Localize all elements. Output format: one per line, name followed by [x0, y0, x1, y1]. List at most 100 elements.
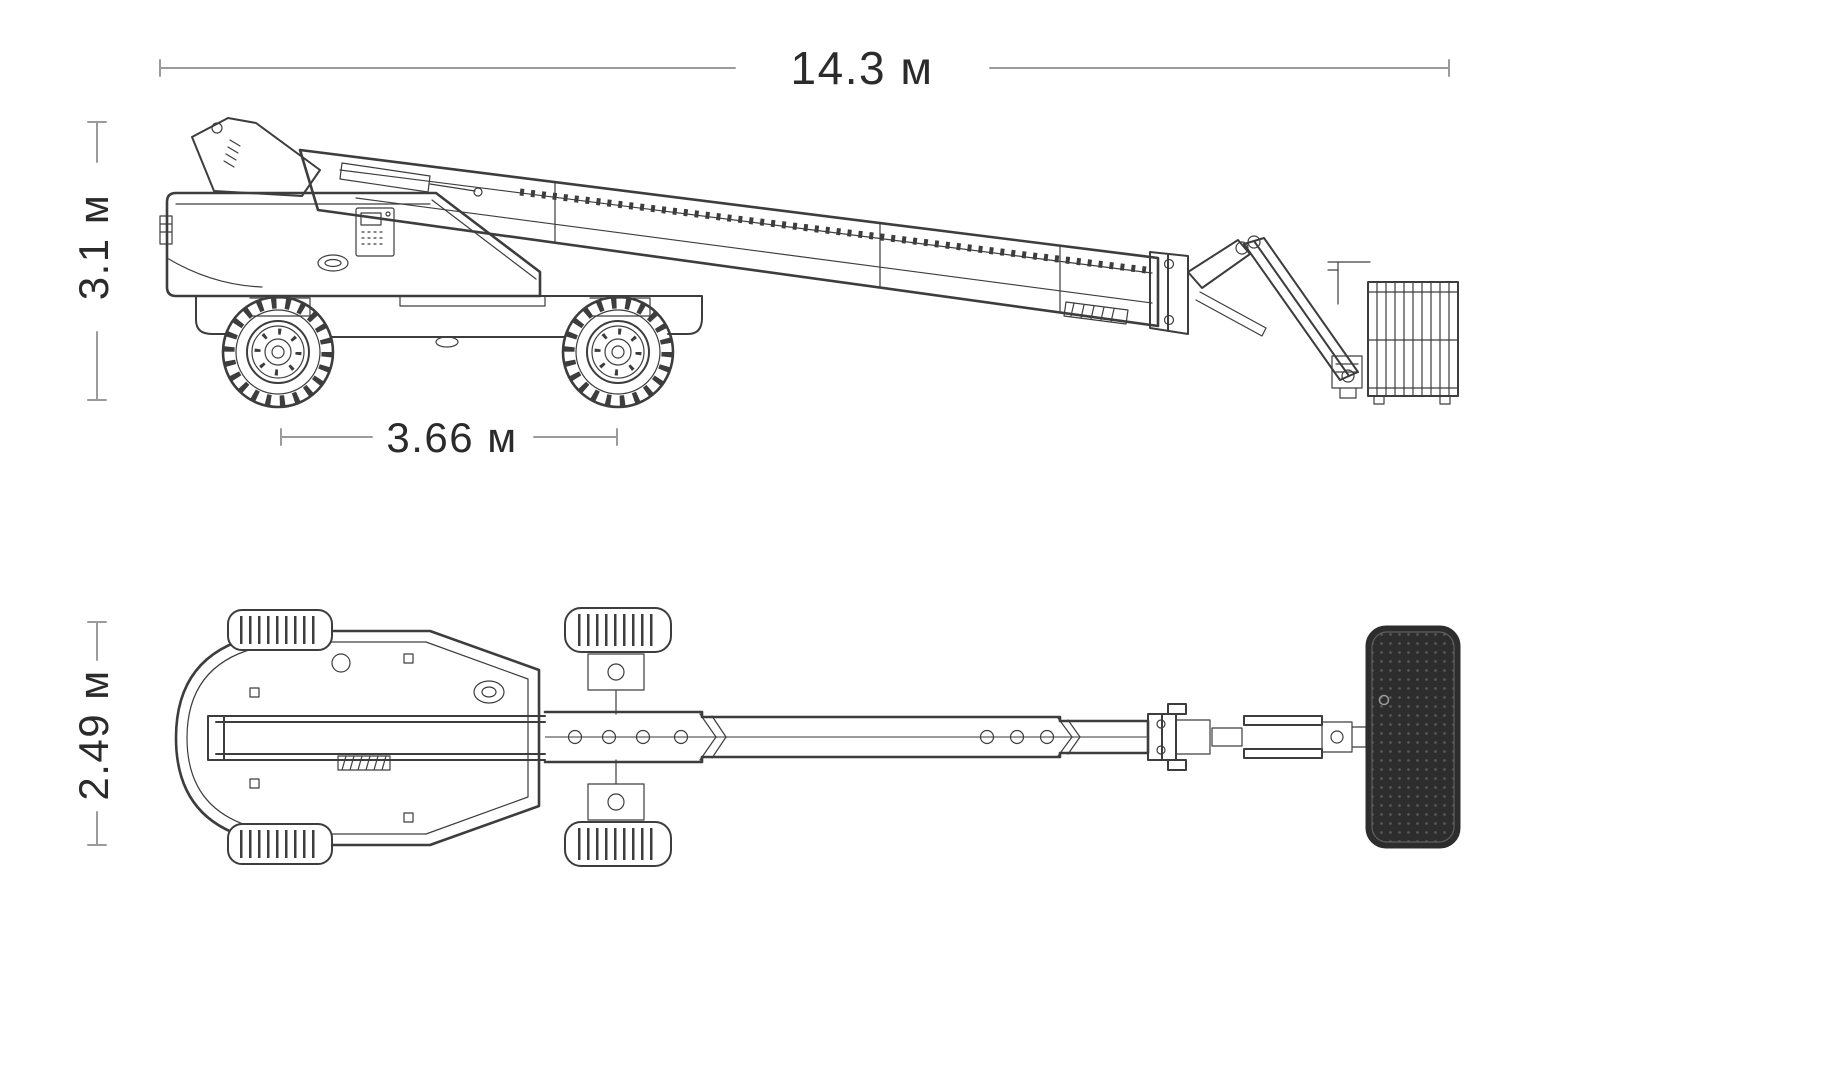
- boom-hole: [673, 729, 689, 745]
- boom-cable-track: [519, 188, 1147, 274]
- basket-outline: [1367, 281, 1459, 397]
- chassis-inner-line: [186, 641, 529, 835]
- side-view: [159, 117, 1459, 409]
- telescopic-boom: [298, 148, 1160, 328]
- hub: [604, 338, 632, 366]
- tire-inner: [235, 309, 321, 395]
- panel-indicator: [385, 211, 391, 217]
- jib-lower-pin: [1341, 369, 1355, 383]
- basket-rotator: [1331, 355, 1363, 399]
- deck-fasteners: [249, 653, 414, 823]
- rim-inner: [591, 325, 645, 379]
- wheelbase-label: 3.66 м: [386, 414, 517, 461]
- boom-underside-hatch: [1063, 301, 1129, 325]
- overall-width-label: 2.49 м: [70, 669, 117, 800]
- hub-center: [611, 345, 625, 359]
- boom-tail-hatch-block: [337, 755, 391, 771]
- nose-pin-bottom: [1163, 314, 1175, 326]
- cylinder-rod-end: [473, 187, 483, 197]
- basket: [1327, 261, 1459, 405]
- boom-hole: [1009, 729, 1025, 745]
- control-panel: [355, 207, 395, 257]
- rear-left-tire: [564, 607, 672, 653]
- front-left-tire: [227, 609, 333, 651]
- boom-section-lines: [339, 169, 1153, 312]
- handle-oval: [317, 254, 349, 272]
- jib-pivot-block: [1175, 719, 1243, 755]
- boom-outline: [298, 148, 1160, 328]
- riser-hatch: [223, 139, 241, 168]
- turntable-plate: [399, 295, 546, 307]
- lifting-eye: [331, 653, 351, 673]
- dimension-wheelbase: 3.66 м: [280, 414, 618, 461]
- platform-anchor-detail: [1378, 694, 1390, 706]
- rotator-pin: [1330, 730, 1344, 744]
- dimension-overall-width: 2.49 м: [70, 621, 117, 846]
- dimension-line: [280, 428, 618, 446]
- boom-hole: [635, 729, 651, 745]
- handle-oval-inner: [324, 258, 342, 268]
- gearbox-hub-top: [607, 663, 625, 681]
- chassis-top: [174, 629, 541, 847]
- jib-top: [1147, 703, 1367, 771]
- tire-outline: [561, 295, 675, 409]
- tire-inner: [575, 309, 661, 395]
- jib-cylinder: [1195, 291, 1267, 337]
- boom-hole: [567, 729, 583, 745]
- top-view: [174, 607, 1461, 867]
- chassis-tow-slot: [435, 336, 459, 348]
- basket-mesh-bars: [1376, 282, 1450, 396]
- counterweight-grill: [159, 215, 173, 245]
- tire-tread: [563, 297, 673, 407]
- boom-hole: [601, 729, 617, 745]
- nose-pin-top: [1163, 258, 1175, 270]
- boom-hole: [979, 729, 995, 745]
- dimension-overall-height: 3.1 м: [70, 121, 117, 401]
- jib-link-plate: [1187, 239, 1251, 289]
- boom-hole: [1039, 729, 1055, 745]
- tire-tread: [223, 297, 333, 407]
- wheels-top: [227, 607, 672, 867]
- jib-assembly: [1149, 235, 1363, 399]
- riser-outline: [191, 117, 321, 197]
- nose-pin: [1156, 745, 1166, 755]
- overall-length-label: 14.3 м: [791, 42, 934, 94]
- lift-cylinder: [339, 162, 476, 193]
- filler-cap: [473, 680, 505, 704]
- boom-tail: [207, 715, 546, 761]
- rim-inner: [251, 325, 305, 379]
- hub: [264, 338, 292, 366]
- body-outline: [165, 191, 542, 298]
- filler-cap-inner: [481, 686, 497, 698]
- control-panel-buttons: [361, 231, 383, 245]
- boom-nose: [1149, 251, 1189, 335]
- platform-rotator-top: [1321, 721, 1367, 753]
- rim-outer: [586, 320, 650, 384]
- basket-feet: [1373, 395, 1451, 405]
- gearbox-hub-bottom: [607, 793, 625, 811]
- dimension-line: [87, 621, 107, 846]
- dimension-overall-length: 14.3 м: [159, 42, 1450, 94]
- rear-right-tire: [564, 821, 672, 867]
- control-panel-display: [360, 212, 382, 226]
- rim-outer: [246, 320, 310, 384]
- front-right-tire: [227, 823, 333, 865]
- nose-pin: [1156, 719, 1166, 729]
- jib-upper-pin: [1247, 235, 1261, 249]
- turret-body: [159, 191, 542, 298]
- bolt-ring: [594, 328, 642, 376]
- rear-wheel: [561, 295, 675, 409]
- platform-grating: [1371, 631, 1455, 843]
- dimension-line: [159, 59, 1450, 77]
- boom-section-chevrons: [699, 713, 1081, 761]
- dimension-line: [87, 121, 107, 401]
- basket-gate: [1327, 261, 1371, 305]
- axle-gearboxes: [587, 653, 645, 821]
- boom-top: [207, 710, 1150, 771]
- hub-center: [271, 345, 285, 359]
- platform-top: [1365, 625, 1461, 849]
- body-inner-lines: [166, 199, 537, 288]
- nose-block-top: [1147, 703, 1187, 771]
